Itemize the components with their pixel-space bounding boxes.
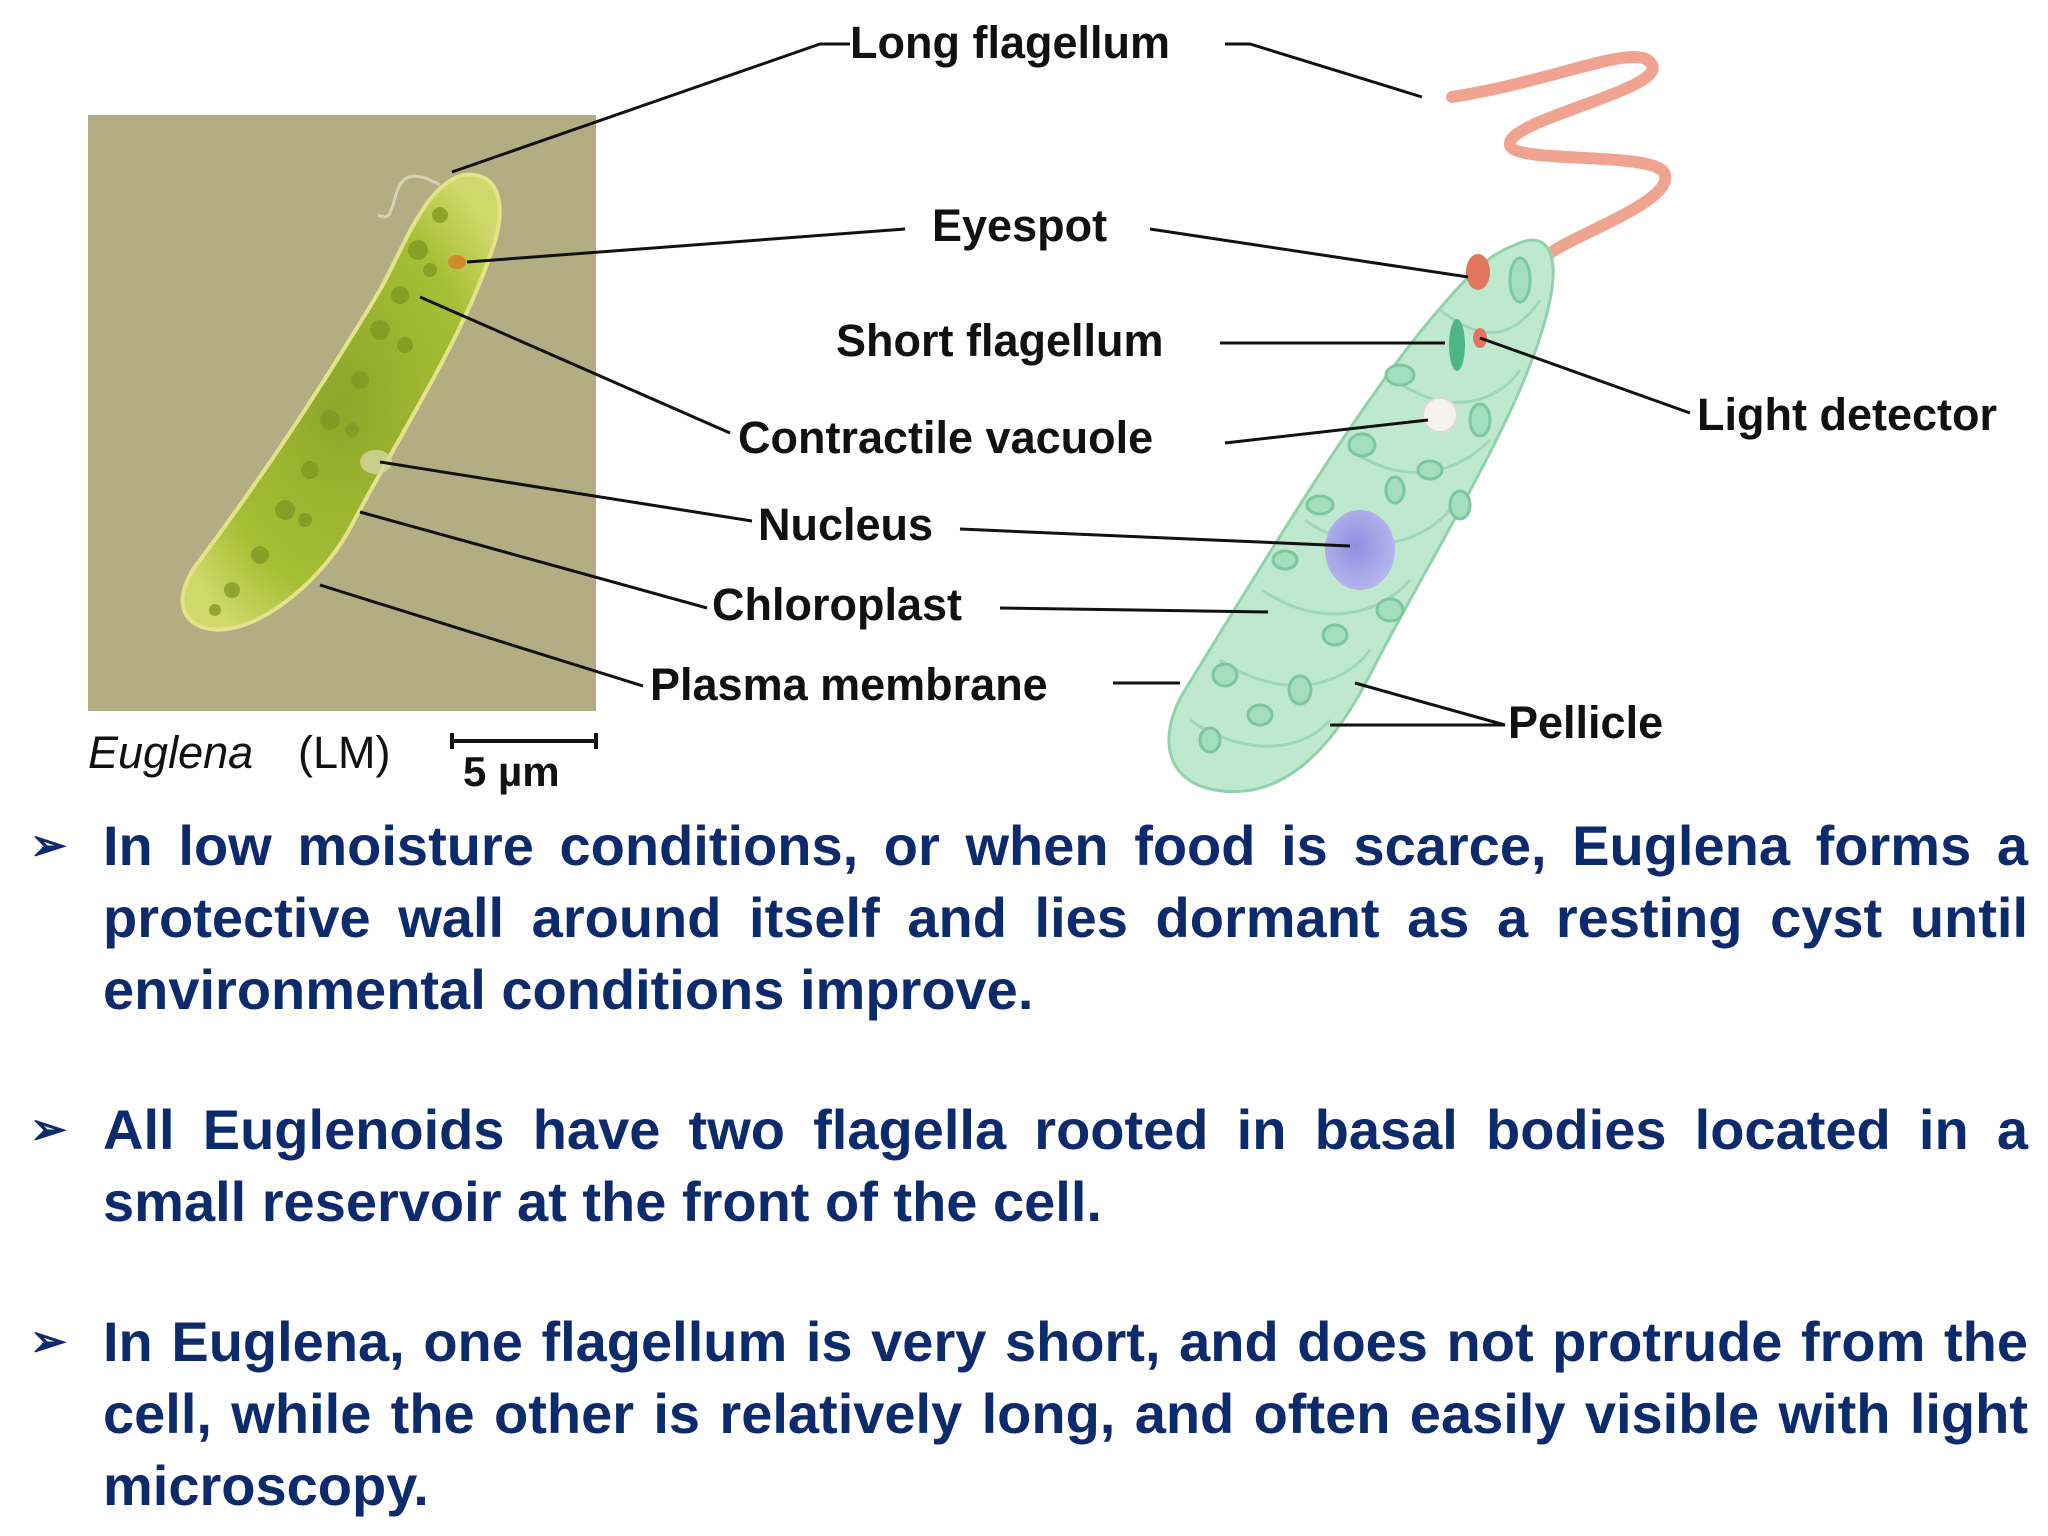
euglena-diagram: Euglena (LM) 5 µm bbox=[88, 17, 1997, 795]
label-plasma-membrane: Plasma membrane bbox=[650, 659, 1048, 710]
bullet-text: All Euglenoids have two flagella rooted … bbox=[103, 1098, 2028, 1233]
drawing-contractile-vacuole bbox=[1422, 397, 1458, 433]
bullet-list: ➢ In low moisture conditions, or when fo… bbox=[30, 810, 2028, 1522]
diagram-labels: Long flagellum Eyespot Short flagellum L… bbox=[650, 17, 1997, 748]
micrograph-flagellum bbox=[377, 174, 441, 219]
euglena-drawing bbox=[1167, 51, 1672, 794]
leader-lines bbox=[319, 42, 1691, 727]
micrograph-granules bbox=[209, 207, 448, 616]
label-pellicle: Pellicle bbox=[1508, 697, 1663, 748]
bullet-item: ➢ All Euglenoids have two flagella roote… bbox=[30, 1094, 2028, 1238]
drawing-nucleus bbox=[1325, 510, 1395, 590]
micrograph-nucleus bbox=[360, 450, 392, 474]
bullet-item: ➢ In low moisture conditions, or when fo… bbox=[30, 810, 2028, 1026]
scale-bar-label: 5 µm bbox=[463, 748, 560, 795]
drawing-eyespot bbox=[1466, 254, 1490, 290]
caption-genus: Euglena bbox=[88, 727, 253, 778]
label-chloroplast: Chloroplast bbox=[712, 579, 962, 630]
drawing-short-flagellum bbox=[1449, 319, 1465, 371]
micrograph bbox=[88, 115, 596, 711]
micrograph-eyespot bbox=[448, 255, 466, 269]
bullet-arrow-icon: ➢ bbox=[30, 821, 67, 870]
bullet-text: In Euglena, one flagellum is very short,… bbox=[103, 1310, 2028, 1517]
label-contractile-vacuole: Contractile vacuole bbox=[738, 412, 1153, 463]
label-eyespot: Eyespot bbox=[932, 200, 1107, 251]
label-long-flagellum: Long flagellum bbox=[850, 17, 1170, 68]
label-light-detector: Light detector bbox=[1697, 389, 1997, 440]
scale-bar bbox=[450, 733, 598, 749]
micrograph-caption: Euglena (LM) 5 µm bbox=[88, 727, 598, 795]
bullet-arrow-icon: ➢ bbox=[30, 1317, 67, 1366]
svg-text:Euglena: Euglena bbox=[88, 727, 253, 778]
label-nucleus: Nucleus bbox=[758, 499, 933, 550]
micrograph-cell bbox=[180, 172, 502, 632]
label-short-flagellum: Short flagellum bbox=[836, 315, 1164, 366]
bullet-text: In low moisture conditions, or when food… bbox=[103, 814, 2028, 1021]
bullet-item: ➢ In Euglena, one flagellum is very shor… bbox=[30, 1306, 2028, 1522]
drawing-chloroplasts bbox=[1198, 256, 1532, 754]
caption-method: (LM) bbox=[298, 727, 390, 778]
drawing-long-flagellum bbox=[1446, 51, 1672, 268]
bullet-arrow-icon: ➢ bbox=[30, 1105, 67, 1154]
